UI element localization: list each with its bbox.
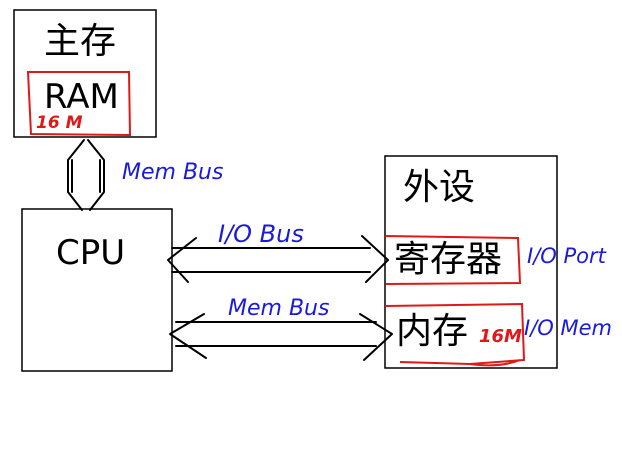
main-memory-box	[13, 9, 157, 138]
mem-bus-lower-label: Mem Bus	[228, 296, 330, 321]
io-port-label: I/O Port	[527, 244, 606, 268]
mem-bus-lower-arrow	[169, 313, 393, 361]
ram-highlight	[26, 71, 132, 137]
ram-cpu-bus-label: Mem Bus	[122, 160, 224, 185]
register-label: 寄存器	[394, 239, 503, 280]
ram-label: RAM	[44, 77, 119, 117]
ram-size-note: 16 M	[36, 113, 83, 133]
io-mem-label: I/O Mem	[524, 316, 612, 340]
cpu-box	[21, 208, 173, 372]
peripheral-title: 外设	[403, 167, 476, 208]
io-bus-label: I/O Bus	[218, 220, 304, 248]
register-highlight	[384, 235, 522, 285]
ram-cpu-bus	[67, 139, 105, 211]
io-bus-arrow	[167, 235, 389, 283]
peripheral-memory-label: 内存	[396, 311, 469, 352]
peripheral-memory-size-note: 16M	[479, 326, 522, 347]
peripheral-memory-highlight	[384, 302, 526, 366]
cpu-label: CPU	[56, 233, 126, 273]
main-memory-title: 主存	[44, 21, 117, 62]
io-mem-scribble	[469, 359, 521, 367]
